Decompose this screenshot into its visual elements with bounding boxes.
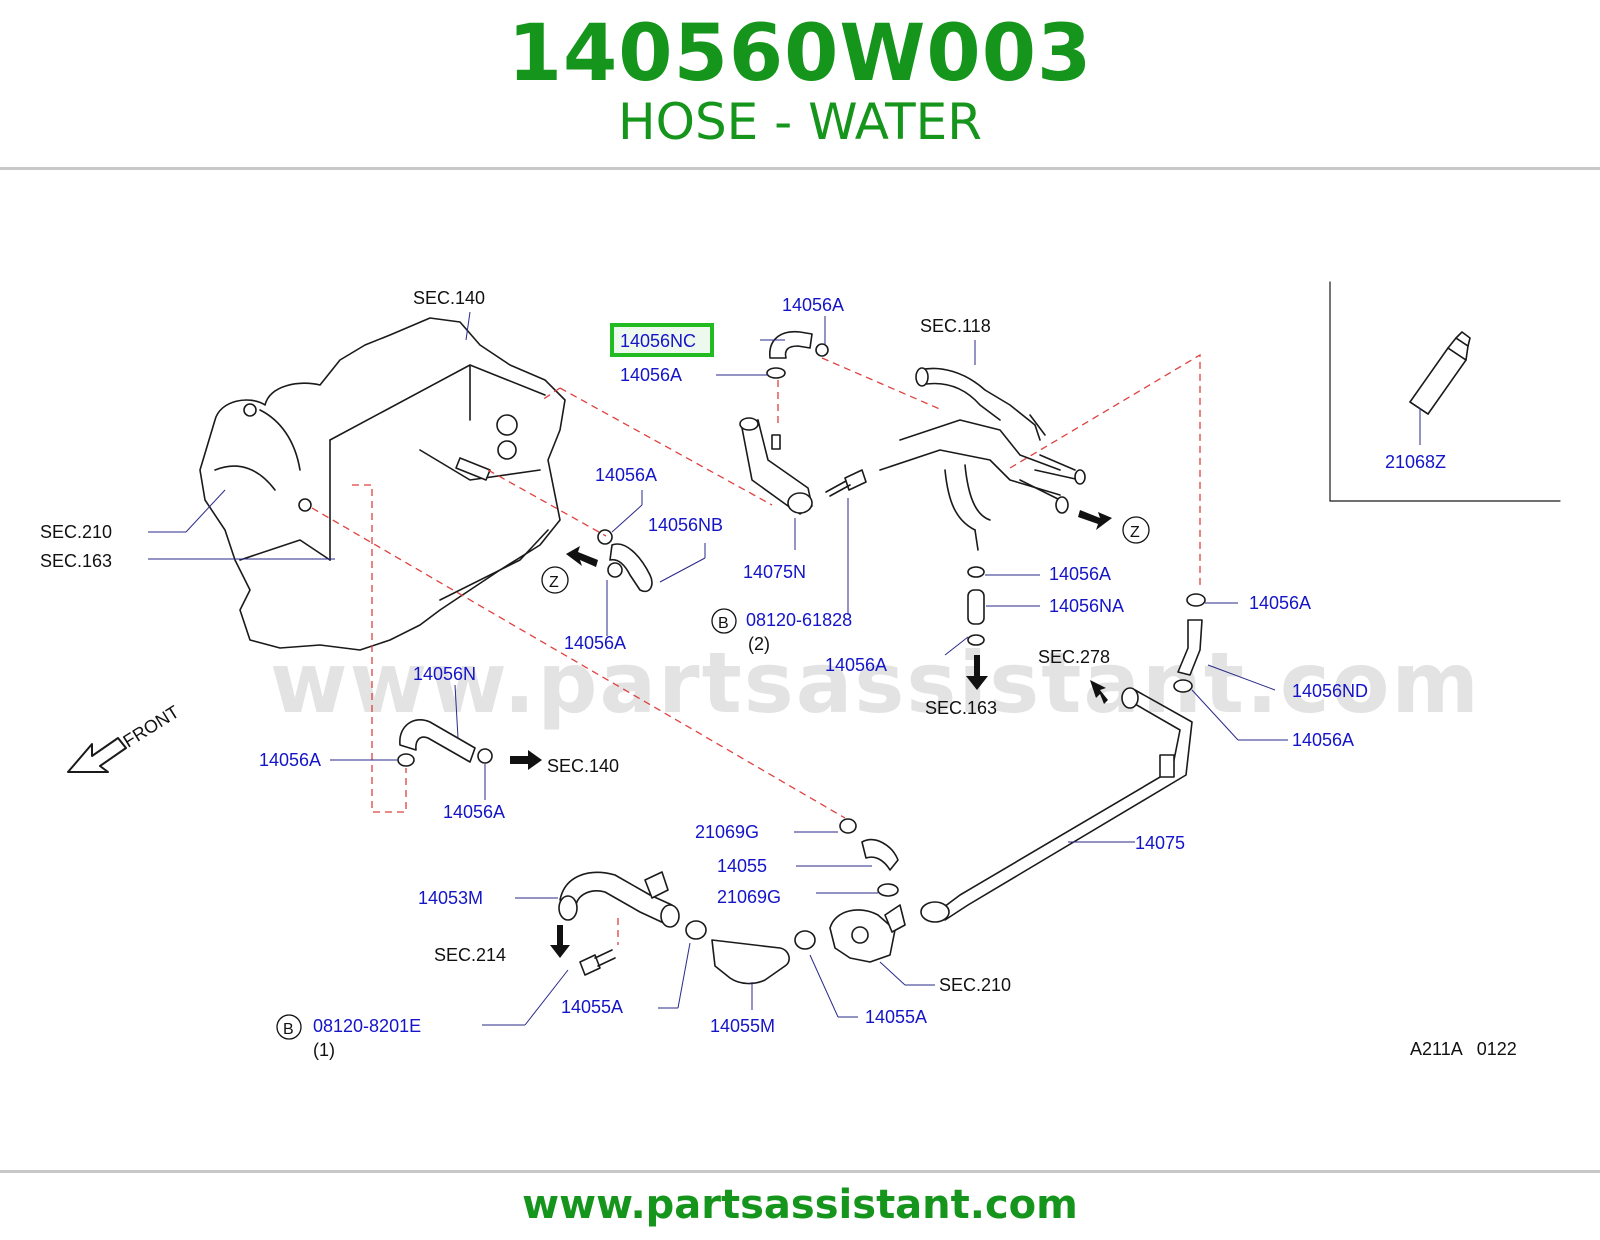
z-marker-left: Z [541,566,569,594]
part-label-14056A[interactable]: 14056A [259,750,321,770]
section-label-sec214: SEC.214 [434,945,506,965]
pipe-14053M [558,871,707,940]
z-marker-left-label: Z [549,574,559,591]
thermostat-housing [829,904,906,963]
part-label-14056A[interactable]: 14056A [595,465,657,485]
hose-14056ND [1173,593,1206,693]
watermark: www.partsassistant.com [270,634,1481,732]
arrow-to-sec163-icon [966,655,988,690]
section-label-sec118: SEC.118 [920,316,991,336]
part-label-21069G[interactable]: 21069G [717,887,781,907]
hose-14056N [397,719,493,767]
diagram-code: A211A 0122 [1410,1039,1517,1059]
header-divider [0,167,1600,170]
bolt-08120-61828 [825,469,867,497]
part-label-14056NB[interactable]: 14056NB [648,515,723,535]
arrow-to-sec140-icon [510,750,542,770]
arrow-to-z-left-icon [566,546,598,567]
arrow-to-sec214-icon [550,925,570,958]
part-label-08120-61828[interactable]: 08120-61828 [746,610,852,630]
hose-14056NA [967,566,985,646]
sealant-tube-icon [1409,331,1471,445]
quantity-08120-61828: (2) [748,634,770,654]
section-label-sec210-bottom: SEC.210 [939,975,1011,995]
bolt-marker-b2-label: B [283,1021,294,1038]
bolt-marker-b1: B [711,608,737,634]
part-label-14056A[interactable]: 14056A [782,295,844,315]
part-label-14056A[interactable]: 14056A [1292,730,1354,750]
bolt-marker-b1-label: B [718,615,729,632]
hose-14056NB [597,529,653,593]
z-marker-right-label: Z [1130,524,1140,541]
part-label-14056N[interactable]: 14056N [413,664,476,684]
part-label-14056NC[interactable]: 14056NC [620,331,696,351]
part-label-14053M[interactable]: 14053M [418,888,483,908]
part-label-21069G[interactable]: 21069G [695,822,759,842]
quantity-08120-8201E: (1) [313,1040,335,1060]
leader-lines [148,311,1288,1026]
inset-box [1329,281,1561,502]
section-label-sec163-mid: SEC.163 [925,698,997,718]
hose-14055M [711,930,816,985]
assembly-dashed-lines [311,353,1201,945]
part-label-14056A[interactable]: 14056A [1249,593,1311,613]
part-label-14055[interactable]: 14055 [717,856,767,876]
bolt-08120-8201E [579,949,616,976]
part-label-14056NA[interactable]: 14056NA [1049,596,1124,616]
footer-divider [0,1170,1600,1173]
page-header: 140560W003 HOSE - WATER [0,0,1600,170]
part-label-14075N[interactable]: 14075N [743,562,806,582]
front-indicator: FRONT [67,702,183,773]
section-label-sec163-left: SEC.163 [40,551,112,571]
highlighted-part-box [610,323,714,357]
pipe-14075 [920,687,1193,923]
section-label-sec140-top: SEC.140 [413,288,485,308]
part-label-14055A[interactable]: 14055A [561,997,623,1017]
part-label-14056A[interactable]: 14056A [825,655,887,675]
part-label-14055M[interactable]: 14055M [710,1016,775,1036]
direction-arrows [510,510,1112,958]
z-marker-right: Z [1122,516,1150,544]
footer-url[interactable]: www.partsassistant.com [522,1182,1078,1228]
bolt-marker-b2: B [276,1014,302,1040]
front-label: FRONT [120,702,183,752]
hose-14056NC [766,331,829,379]
part-label-14075[interactable]: 14075 [1135,833,1185,853]
part-number-title: 140560W003 [507,9,1093,99]
part-description: HOSE - WATER [617,93,982,151]
part-label-21068Z[interactable]: 21068Z [1385,452,1446,472]
part-label-14056ND[interactable]: 14056ND [1292,681,1368,701]
part-label-14056A[interactable]: 14056A [620,365,682,385]
engine-block-outline [199,317,566,651]
water-outlet-assembly [879,367,1086,551]
hose-14055 [839,818,899,897]
part-label-14056A[interactable]: 14056A [1049,564,1111,584]
part-label-08120-8201E[interactable]: 08120-8201E [313,1016,421,1036]
part-label-14056A[interactable]: 14056A [443,802,505,822]
part-label-14056A[interactable]: 14056A [564,633,626,653]
part-label-14055A[interactable]: 14055A [865,1007,927,1027]
pipe-14075N [739,417,813,515]
section-label-sec140-mid: SEC.140 [547,756,619,776]
section-label-sec278: SEC.278 [1038,647,1110,667]
section-label-sec210-left: SEC.210 [40,522,112,542]
arrow-to-sec278-icon [1090,680,1108,704]
